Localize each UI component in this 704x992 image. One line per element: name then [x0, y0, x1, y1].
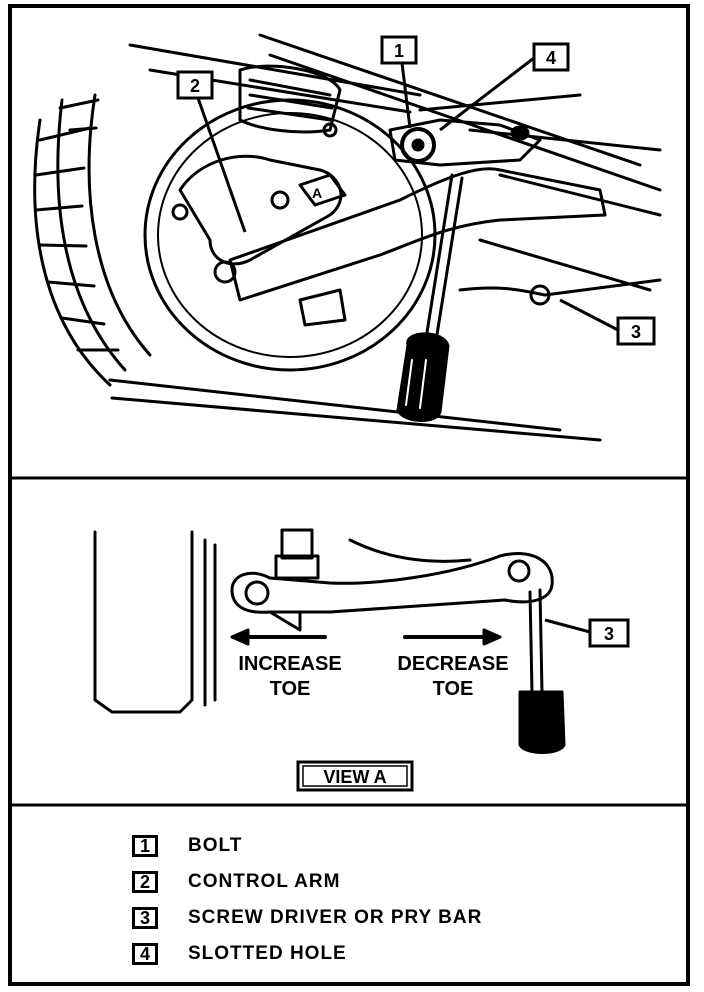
- legend-number: 1: [132, 835, 158, 857]
- callout-3: 3: [559, 298, 656, 346]
- view-a-screwdriver-handle: [518, 690, 566, 754]
- callout-2: 2: [176, 70, 247, 233]
- legend-label: BOLT: [188, 835, 243, 856]
- view-a-label-box: VIEW A: [296, 760, 414, 792]
- suspension-illustration: [33, 33, 662, 442]
- callout-group-top: 1 2 3 4: [176, 35, 656, 346]
- svg-text:2: 2: [190, 76, 200, 96]
- ground-line: [108, 378, 602, 442]
- figure-frame: [8, 4, 690, 986]
- decrease-toe-line2: TOE: [433, 678, 474, 700]
- decrease-toe-line1: DECREASE: [397, 653, 508, 675]
- legend-item: 3 SCREW DRIVER OR PRY BAR: [132, 900, 592, 936]
- view-a-callout-3: 3: [544, 618, 630, 648]
- callout-1: 1: [380, 35, 418, 129]
- legend-label: SLOTTED HOLE: [188, 943, 347, 964]
- bolt: [400, 127, 436, 163]
- legend-number: 2: [132, 871, 158, 893]
- view-a-control-arm: [230, 552, 554, 614]
- view-a-screwdriver-shaft: [528, 588, 544, 694]
- slotted-hole: [510, 125, 530, 141]
- svg-text:4: 4: [546, 48, 556, 68]
- screwdriver: [396, 173, 464, 422]
- legend-label: CONTROL ARM: [188, 871, 341, 892]
- legend-item: 2 CONTROL ARM: [132, 864, 592, 900]
- legend-item: 4 SLOTTED HOLE: [132, 936, 592, 972]
- svg-text:3: 3: [604, 624, 614, 644]
- legend-number: 4: [132, 943, 158, 965]
- view-a-tire: [93, 530, 194, 714]
- svg-text:3: 3: [631, 322, 641, 342]
- legend-label: SCREW DRIVER OR PRY BAR: [188, 907, 483, 928]
- callout-4: 4: [439, 42, 570, 132]
- legend-item: 1 BOLT: [132, 828, 592, 864]
- arm-marker: A: [312, 185, 322, 201]
- increase-toe-line1: INCREASE: [238, 653, 341, 675]
- legend: 1 BOLT 2 CONTROL ARM 3 SCREW DRIVER OR P…: [132, 828, 592, 972]
- toe-captions: INCREASE TOE DECREASE TOE: [238, 653, 508, 700]
- svg-text:1: 1: [394, 41, 404, 61]
- increase-toe-line2: TOE: [270, 678, 311, 700]
- tire-tread: [33, 93, 152, 387]
- view-a-illustration: [93, 528, 566, 754]
- control-arm: [228, 167, 607, 302]
- legend-number: 3: [132, 907, 158, 929]
- view-a-label: VIEW A: [323, 767, 386, 787]
